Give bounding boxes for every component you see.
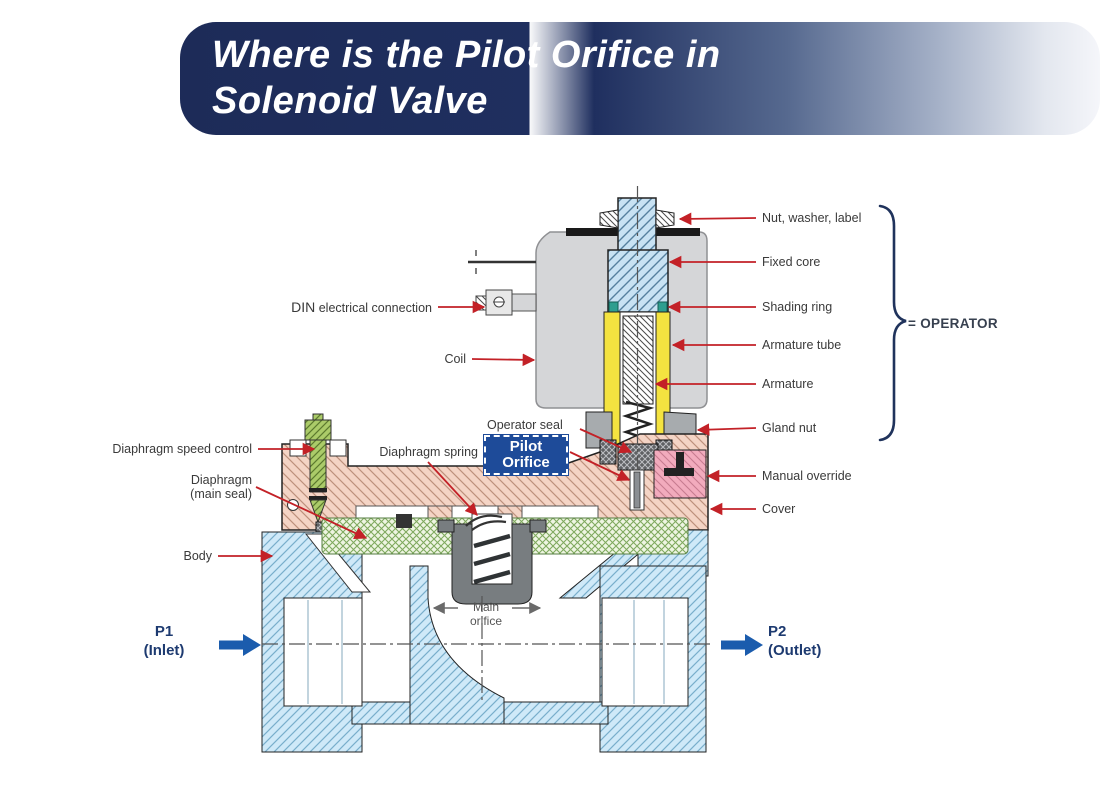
label-armature-tube: Armature tube [762, 338, 842, 352]
label-operator-seal: Operator seal [487, 418, 563, 432]
pilot-orifice-line2: Orifice [502, 454, 550, 471]
centerlines [262, 186, 714, 700]
p2-arrow [721, 634, 763, 656]
label-gland-nut: Gland nut [762, 421, 817, 435]
label-armature: Armature [762, 377, 814, 391]
din-connector [468, 250, 537, 316]
label-shading-ring: Shading ring [762, 300, 833, 314]
label-p2: P2 [768, 623, 787, 640]
leader-arrows [218, 212, 757, 563]
label-cover: Cover [762, 502, 796, 516]
body-center-web [409, 565, 505, 725]
p1-arrow [219, 634, 261, 656]
label-p1: P1 [154, 623, 174, 640]
orifice-flange [437, 519, 455, 533]
label-coil: Coil [444, 352, 466, 366]
label-diaphragm: Diaphragm (main seal) [152, 473, 252, 502]
label-manual-override: Manual override [762, 469, 852, 483]
label-main-orifice: Main orifice [446, 600, 526, 629]
page-title-line1: Where is the Pilot Orifice in [212, 34, 721, 76]
title-banner: Where is the Pilot Orifice in Solenoid V… [180, 22, 1100, 135]
label-diaphragm-spring: Diaphragm spring [379, 445, 478, 459]
label-p2-outlet: P2 (Outlet) [768, 623, 868, 661]
inlet-bore [283, 597, 363, 707]
label-p2-sub: (Outlet) [768, 641, 822, 659]
manual-override-part [653, 449, 707, 499]
gland-nut-part [663, 411, 697, 437]
label-din-connection: DIN electrical connection [232, 299, 432, 315]
label-nut-washer: Nut, washer, label [762, 211, 862, 225]
label-body: Body [183, 549, 213, 563]
orifice-flange [529, 519, 547, 533]
seal-block [599, 439, 617, 465]
label-main-orifice-line1: Main [472, 600, 499, 614]
page-title-line2: Solenoid Valve [212, 80, 488, 123]
shading-ring-part [657, 301, 668, 314]
label-main-orifice-line2: orifice [469, 614, 502, 629]
main-orifice-tube [451, 523, 533, 605]
label-diaphragm-sub: (main seal) [190, 487, 252, 502]
label-p1-sub: (Inlet) [143, 641, 185, 659]
label-diaphragm-main: Diaphragm [190, 473, 252, 487]
pilot-stem [633, 471, 641, 509]
diaphragm-pin [396, 514, 412, 528]
label-operator-group: = OPERATOR [908, 316, 998, 331]
pilot-orifice-line1: Pilot [509, 438, 543, 456]
operator-brace [878, 204, 907, 442]
label-din-abbr: DIN [291, 299, 316, 315]
pilot-orifice-callout: Pilot Orifice [484, 435, 568, 475]
main-orifice-spring [473, 533, 511, 585]
label-diaphragm-speed-control: Diaphragm speed control [112, 442, 252, 456]
shading-ring-part [608, 301, 619, 314]
label-din-rest: electrical connection [318, 301, 432, 315]
label-fixed-core: Fixed core [762, 255, 821, 269]
label-p1-inlet: P1 (Inlet) [118, 623, 210, 661]
outlet-bore [601, 597, 689, 707]
diaphragm-spring-part [465, 514, 507, 531]
